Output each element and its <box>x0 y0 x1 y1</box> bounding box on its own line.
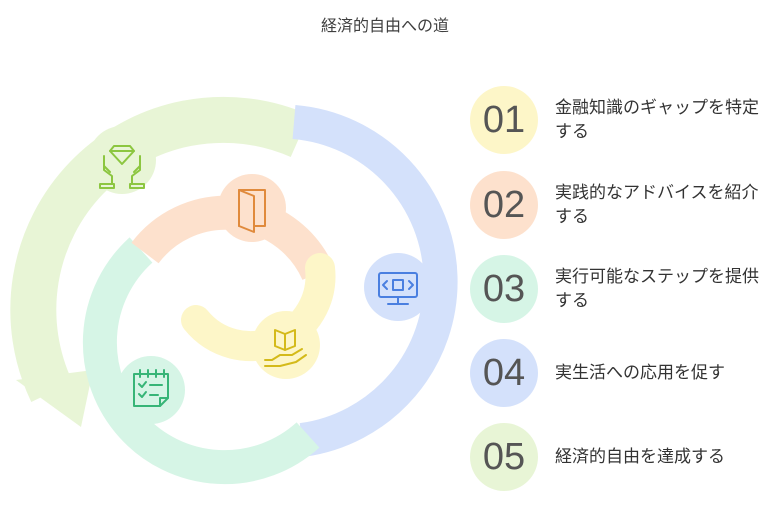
checklist-icon <box>117 356 185 424</box>
step-item-04: 04 実生活への応用を促す <box>470 339 770 407</box>
step-number-03: 03 <box>470 255 538 323</box>
diagram-title: 経済的自由への道 <box>320 16 449 35</box>
step-item-01: 01 金融知識のギャップを特定する <box>470 86 770 154</box>
arrow-head <box>16 370 93 427</box>
step-item-03: 03 実行可能なステップを提供する <box>470 255 770 323</box>
step-number-01: 01 <box>470 86 538 154</box>
step-item-02: 02 実践的なアドバイスを紹介する <box>470 171 770 239</box>
diamond-hands-icon <box>88 126 156 194</box>
arc-step-04 <box>292 105 458 457</box>
step-number-04: 04 <box>470 339 538 407</box>
step-text-05: 経済的自由を達成する <box>555 447 725 467</box>
step-text-04: 実生活への応用を促す <box>555 363 725 383</box>
door-icon <box>218 174 286 242</box>
step-number-02: 02 <box>470 171 538 239</box>
arc-step-03 <box>82 237 320 485</box>
step-item-05: 05 経済的自由を達成する <box>470 423 770 491</box>
step-text-02: 実践的なアドバイスを紹介する <box>555 183 759 227</box>
step-number-05: 05 <box>470 423 538 491</box>
monitor-code-icon <box>364 253 432 321</box>
step-text-01: 金融知識のギャップを特定する <box>555 98 759 142</box>
arc-step-05 <box>10 96 310 402</box>
book-hand-icon <box>252 311 320 379</box>
step-text-03: 実行可能なステップを提供する <box>555 267 759 311</box>
